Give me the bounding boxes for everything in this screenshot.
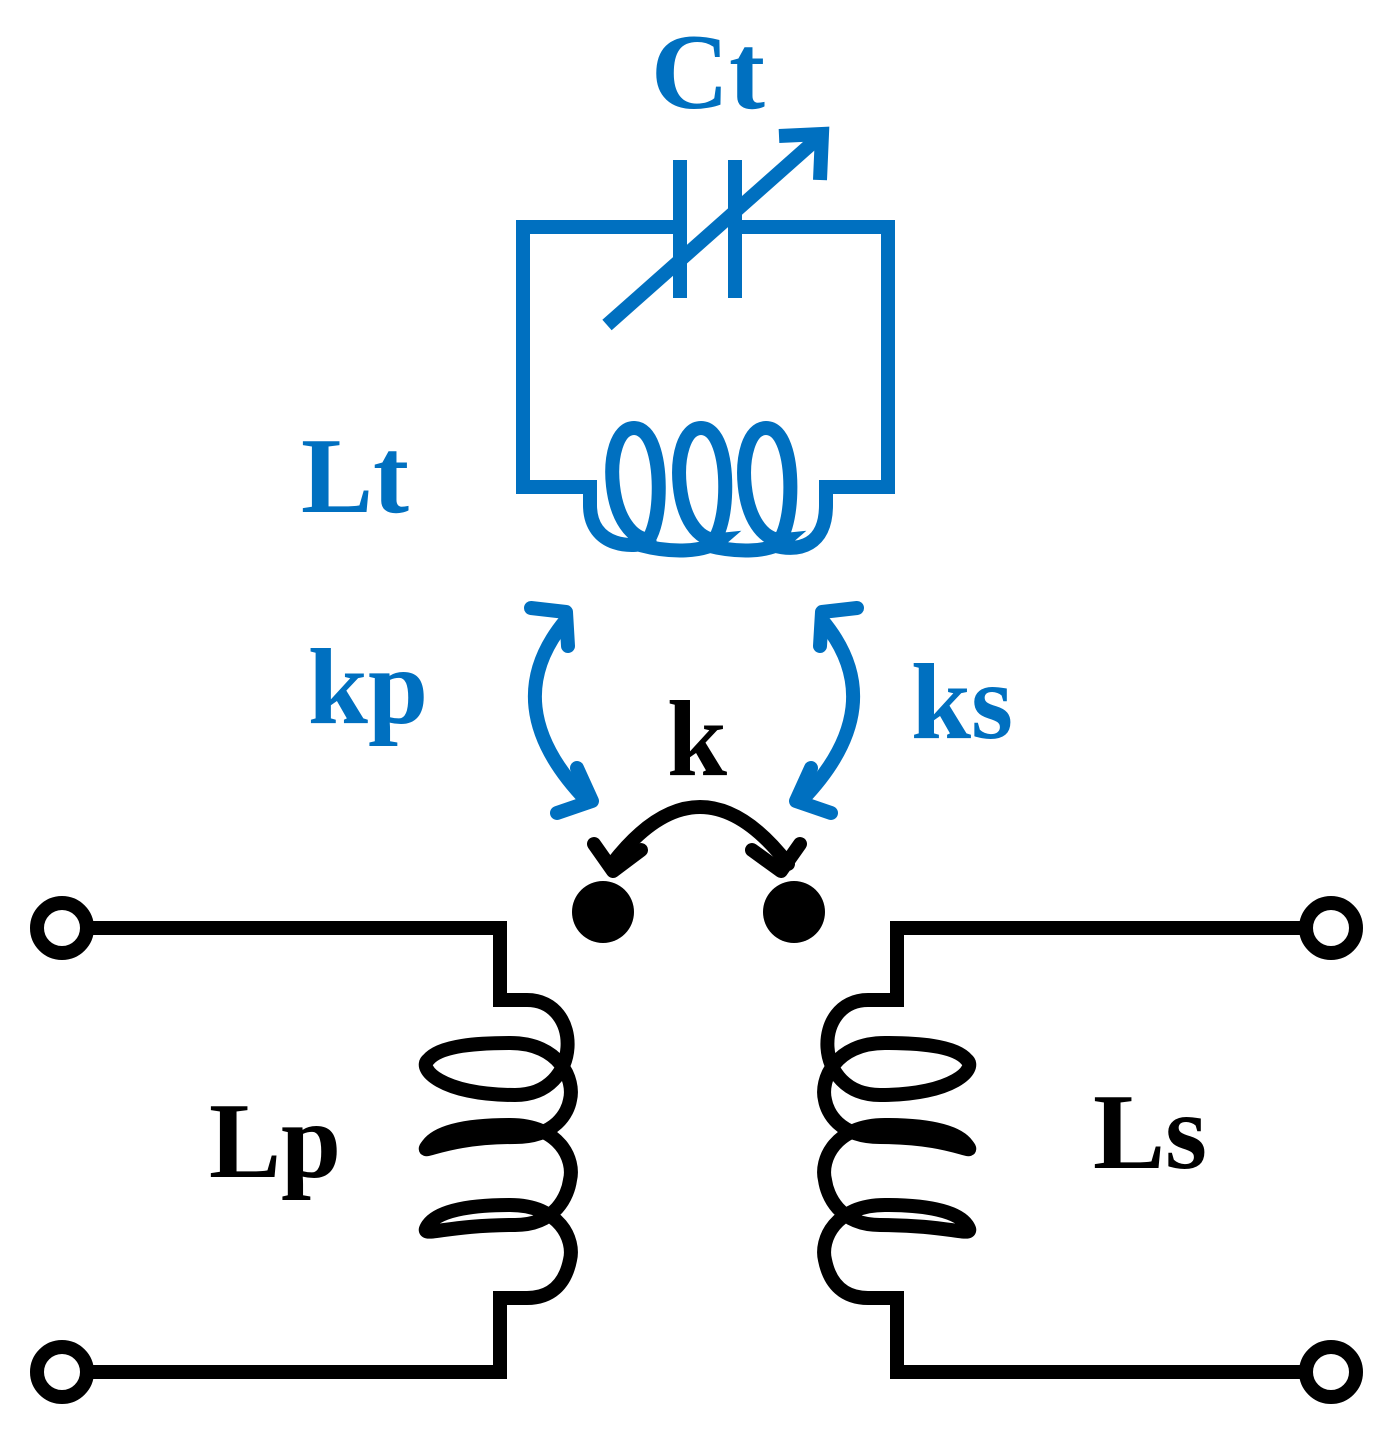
variable-capacitor-icon [602, 126, 830, 331]
main-transformer: k Lp Ls [30, 680, 1363, 1404]
secondary-inductor-coil-icon [817, 993, 977, 1305]
secondary-inductor-label: Ls [1093, 1073, 1207, 1192]
k-label: k [667, 680, 727, 799]
primary-inductor-coil-icon [418, 993, 578, 1305]
kp-coupling-arrow-icon [524, 601, 599, 820]
secondary-top-terminal-icon [1299, 896, 1363, 960]
tank-loop-wire [516, 220, 895, 505]
tank-inductor-coil-icon [583, 420, 833, 558]
tank-circuit: Ct Lt kp ks [301, 13, 1013, 820]
kp-label: kp [308, 628, 428, 747]
ks-label: ks [911, 643, 1013, 762]
k-coupling-arrow-icon [587, 800, 807, 878]
ks-coupling-arrow-icon [789, 601, 864, 820]
capacitor-label: Ct [651, 13, 765, 132]
primary-top-terminal-icon [30, 896, 94, 960]
primary-inductor-label: Lp [209, 1082, 341, 1201]
primary-bottom-terminal-icon [30, 1340, 94, 1404]
primary-wire [87, 921, 527, 1379]
secondary-polarity-dot-icon [763, 881, 825, 943]
secondary-wire [868, 921, 1306, 1379]
primary-polarity-dot-icon [572, 881, 634, 943]
secondary-bottom-terminal-icon [1299, 1340, 1363, 1404]
tank-inductor-label: Lt [301, 417, 409, 536]
